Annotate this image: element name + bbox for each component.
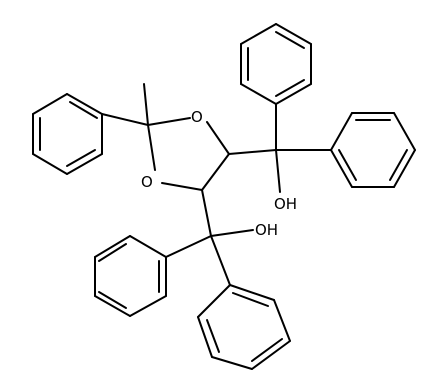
bond-c2-methyl xyxy=(143,83,149,126)
lower-carbinol xyxy=(165,189,254,286)
bond-carbinol-phenyl-bottom xyxy=(210,235,231,286)
phenyl-ring-c2 xyxy=(32,93,103,175)
dioxolane-ring xyxy=(101,83,230,191)
bond-o-top-c4 xyxy=(206,121,230,155)
bond-carbinol-oh xyxy=(210,229,254,237)
hydroxyl-right-label: OH xyxy=(274,195,297,213)
bond-carbinol-oh xyxy=(275,149,281,193)
phenyl-ring-top xyxy=(240,23,312,105)
phenyl-ring-right xyxy=(330,112,416,188)
ring-oxygen-top-label: O xyxy=(191,108,203,126)
upper-carbinol xyxy=(228,103,332,193)
bond-phenyl-to-c2 xyxy=(101,113,149,126)
bond-c5-carbinol xyxy=(201,189,212,237)
bond-carbinol-phenyl-left xyxy=(165,235,212,258)
bond-o-bottom-c2 xyxy=(147,124,156,171)
phenyl-ring-lower-left xyxy=(94,235,167,317)
bond-c4-c5 xyxy=(201,153,230,191)
bond-c5-o-bottom xyxy=(161,182,203,191)
phenyl-ring-bottom xyxy=(197,284,291,370)
bond-c2-o-top xyxy=(147,117,191,126)
ring-oxygen-bottom-label: O xyxy=(141,173,153,191)
bond-c4-carbinol xyxy=(228,149,277,155)
hydroxyl-lower-label: OH xyxy=(255,221,278,239)
